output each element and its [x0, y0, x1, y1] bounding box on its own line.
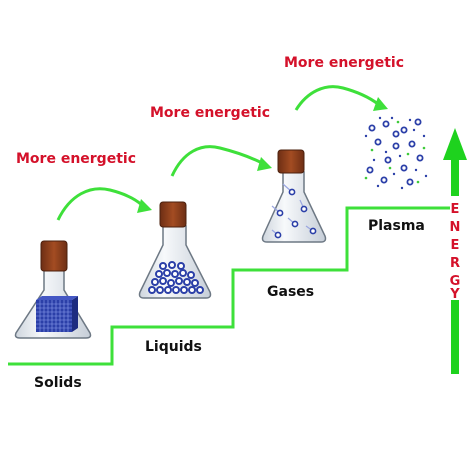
- curved-arrow-icon: [170, 145, 263, 177]
- transition-arrows: [56, 85, 379, 221]
- energy-letter-g: G: [450, 274, 461, 289]
- state-label-plasma: Plasma: [368, 218, 425, 234]
- arrowheads: [137, 97, 388, 213]
- stopper-icon: [40, 240, 68, 272]
- arrowhead-icon: [373, 97, 388, 111]
- energy-letter-e2: E: [451, 238, 460, 253]
- state-label-liquids: Liquids: [145, 339, 202, 355]
- energy-letter-e1: E: [451, 202, 460, 217]
- flask-icon: [261, 171, 327, 243]
- transition-label-2: More energetic: [150, 105, 270, 121]
- arrowhead-icon: [257, 157, 272, 171]
- energy-letter-y: Y: [449, 287, 460, 302]
- energy-letter-r: R: [450, 256, 460, 271]
- plasma-particles-icon: [364, 116, 428, 190]
- curved-arrow-icon: [56, 187, 143, 221]
- transition-label-3: More energetic: [284, 55, 404, 71]
- liquid-particles-icon: [148, 261, 204, 294]
- solid-lattice-icon: [36, 296, 78, 332]
- transition-label-1: More energetic: [16, 151, 136, 167]
- flask-solids: [14, 240, 92, 339]
- energy-staircase: [8, 206, 450, 366]
- energy-axis: E N E R G Y: [443, 128, 467, 374]
- state-label-solids: Solids: [34, 375, 82, 391]
- arrowhead-icon: [137, 199, 152, 213]
- state-label-gases: Gases: [267, 284, 314, 300]
- stopper-icon: [277, 149, 305, 174]
- curved-arrow-icon: [294, 85, 379, 111]
- stopper-icon: [159, 201, 187, 228]
- up-arrow-icon: [443, 128, 467, 196]
- energy-letter-n: N: [450, 220, 461, 235]
- flask-liquids: [138, 201, 212, 299]
- flask-gases: [261, 149, 327, 243]
- gas-particles-icon: [271, 183, 317, 239]
